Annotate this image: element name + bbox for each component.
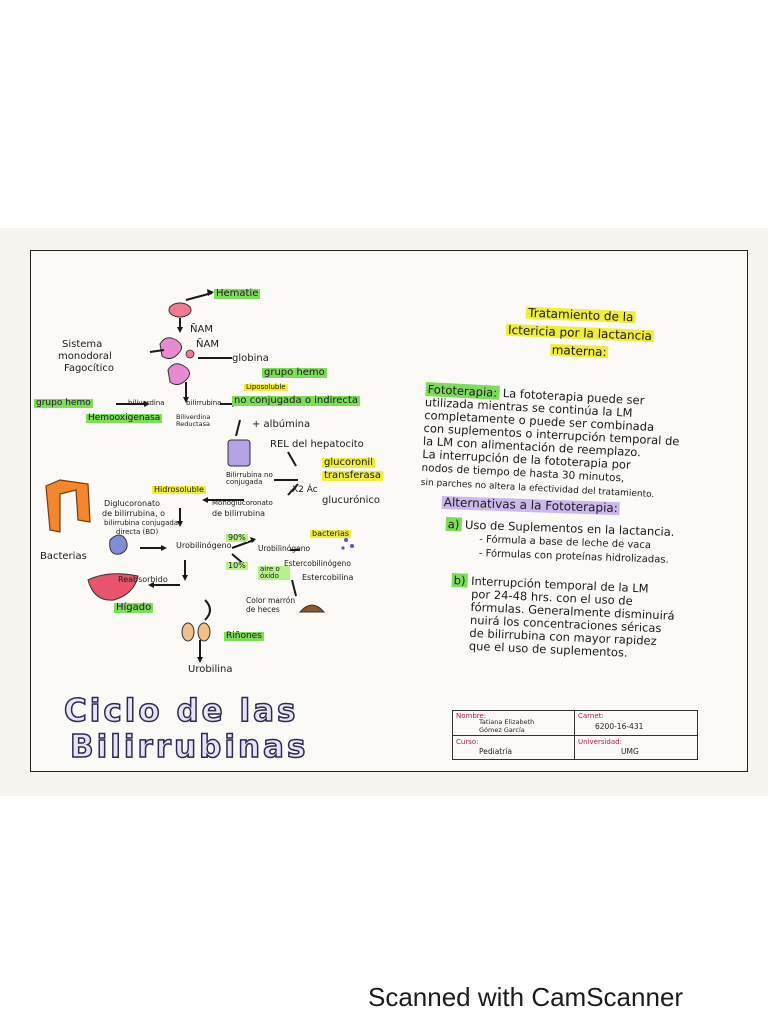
- cell-universidad: Universidad: UMG: [575, 736, 697, 760]
- label-nam-2: ÑAM: [196, 339, 219, 350]
- label-rel-hepatocito: REL del hepatocito: [270, 439, 364, 450]
- label-albumina: + albúmina: [252, 419, 311, 430]
- label-pct-90: 90%: [226, 533, 248, 542]
- liver-drawing: [87, 573, 139, 601]
- curso-value: Pediatría: [479, 747, 513, 756]
- label-bacterias-right: bacterias: [310, 529, 352, 538]
- universidad-value: UMG: [621, 747, 639, 756]
- label-de-bilirrubina-2: de bilirrubina: [212, 509, 266, 518]
- macrophage-drawing: [159, 337, 182, 360]
- title-line-1: Ciclo de las: [63, 693, 299, 729]
- label-transferasa: transferasa: [322, 470, 383, 481]
- label-grupo-hemo-left: grupo hemo: [34, 398, 93, 408]
- stool-drawing: [298, 604, 326, 613]
- student-info-table: Nombre: Tatiana Elizabeth Gómez García C…: [452, 710, 698, 760]
- label-estercobilina: Estercobilina: [302, 573, 354, 582]
- duodenum-drawing: [109, 534, 128, 555]
- label-liposoluble: Liposoluble: [244, 383, 288, 391]
- label-globina: globina: [232, 353, 269, 364]
- label-estercobilinogeno: Estercobilinógeno: [284, 559, 351, 568]
- cell-nombre: Nombre: Tatiana Elizabeth Gómez García: [453, 711, 575, 736]
- intestine-drawing: [45, 479, 91, 533]
- scanner-watermark: Scanned with CamScanner: [368, 982, 684, 1012]
- nombre-label: Nombre:: [456, 712, 487, 720]
- label-bacterias-left: Bacterias: [40, 551, 87, 562]
- label-pct-10: 10%: [226, 561, 248, 570]
- macrophage-drawing-2: [167, 363, 190, 386]
- carnet-label: Carnet:: [578, 712, 604, 720]
- label-glucuronico: glucurónico: [322, 495, 381, 506]
- label-rinones: Riñones: [224, 631, 264, 641]
- option-a-label: a): [445, 517, 462, 532]
- universidad-label: Universidad:: [578, 738, 622, 746]
- fototerapia-paragraph: Fototerapia: La fototerapia puede ser ut…: [420, 382, 735, 506]
- label-biliverdina-reductasa: Biliverdina Reductasa: [176, 413, 211, 428]
- label-color-heces: Color marrón de heces: [246, 596, 296, 614]
- heading-line-2: Ictericia por la lactancia: [505, 322, 655, 344]
- label-hidrosoluble: Hidrosoluble: [152, 485, 206, 494]
- label-glucoronil: glucoronil: [322, 457, 375, 468]
- label-diglucoronato: Diglucoronato: [104, 499, 161, 508]
- label-urobilinogeno: Urobilinógeno: [176, 541, 232, 550]
- label-hematie: Hematie: [214, 288, 261, 299]
- nombre-line-1: Tatiana Elizabeth: [479, 718, 535, 726]
- label-reabsorbido: Reabsorbido: [118, 575, 168, 584]
- label-directa: directa (BD): [116, 528, 159, 536]
- label-hemooxigenasa: Hemooxigenasa: [86, 413, 163, 423]
- kidney-left-drawing: [181, 622, 195, 642]
- label-nam: ÑAM: [190, 324, 213, 335]
- label-higado: Hígado: [114, 602, 154, 613]
- label-no-conjugada: no conjugada o indirecta: [232, 395, 360, 406]
- heading-line-3: materna:: [549, 342, 609, 360]
- heading-line-1: Tratamiento de la: [525, 305, 636, 325]
- nombre-line-2: Gómez García: [479, 726, 525, 734]
- cell-carnet: Carnet: 6200-16-431: [575, 711, 697, 736]
- carnet-value: 6200-16-431: [595, 722, 644, 731]
- label-grupo-hemo-top: grupo hemo: [262, 367, 327, 378]
- label-estercobilinogeno-top: Urobilinógeno: [258, 544, 311, 553]
- globule-drawing: [185, 349, 195, 359]
- treatment-heading: Tratamiento de la Ictericia por la lacta…: [479, 302, 681, 365]
- label-aire-oxido: aire o óxido: [258, 566, 290, 580]
- option-b: b) Interrupción temporal de la LM por 24…: [449, 573, 752, 665]
- hepatocyte-drawing: [227, 439, 251, 467]
- label-biliverdina: biliverdina: [128, 399, 165, 407]
- red-cell-drawing: [168, 302, 192, 318]
- label-bilirrubina: bilirrubina: [186, 399, 222, 407]
- label-sistema: Sistema: [62, 339, 103, 350]
- cell-curso: Curso: Pediatría: [453, 736, 575, 760]
- label-x2-ac: X2 Ác: [292, 485, 318, 495]
- kidney-right-drawing: [197, 622, 211, 642]
- label-fagocitico: Fagocítico: [64, 363, 115, 374]
- label-de-bilirrubina: de bilirrubina, o: [102, 509, 166, 518]
- label-monoglucoronato: Monoglucoronato: [212, 499, 273, 507]
- label-bilirrubina-conjugada: bilirrubina conjugada: [104, 519, 179, 527]
- label-urobilina: Urobilina: [188, 664, 233, 675]
- label-monodoral: monodoral: [58, 351, 112, 362]
- curso-label: Curso:: [456, 738, 479, 746]
- label-bilirrubina-noconj: Bilirrubina no conjugada: [226, 471, 273, 486]
- title-line-2: Bilirrubinas: [69, 729, 309, 765]
